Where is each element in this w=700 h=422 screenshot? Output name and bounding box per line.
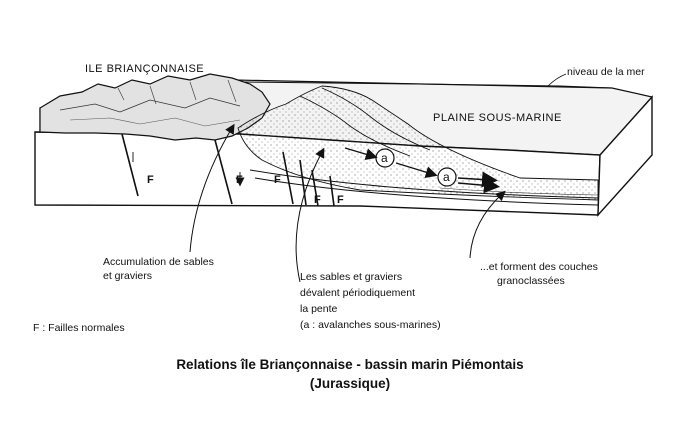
graded-layer-3 <box>439 187 599 196</box>
fault-slip-arrows <box>132 152 240 182</box>
label-ile-brianconnaise: ILE BRIANÇONNAISE <box>85 63 204 75</box>
fault-line-4 <box>299 159 307 206</box>
avalanche-label: a <box>443 170 450 184</box>
label-sea-level: niveau de la mer <box>567 66 645 78</box>
label-accumulation-line2: et graviers <box>103 270 152 282</box>
flow-arrow <box>457 177 500 194</box>
channel-right-bank <box>321 87 431 151</box>
avalanche-marker <box>437 167 457 187</box>
pointer-arrow-accumulation <box>189 123 235 253</box>
label-sands-line1: Les sables et graviers <box>300 271 402 283</box>
label-plain: PLAINE SOUS-MARINE <box>433 112 562 124</box>
caption-period: (Jurassique) <box>309 376 391 391</box>
island-hatching <box>117 79 237 105</box>
avalanche-label: a <box>381 151 388 165</box>
label-layers-line2: granoclassées <box>497 275 565 287</box>
fault-line-1 <box>121 133 139 197</box>
fault-label: F <box>337 194 344 206</box>
flow-arrow <box>344 147 378 161</box>
island-ridge-line <box>59 97 241 113</box>
flow-arrow <box>395 162 438 178</box>
fault-label: F <box>147 174 154 186</box>
island-ridge-line-2 <box>69 117 241 127</box>
fault-label: F <box>314 194 321 206</box>
fault-label: F <box>274 174 281 186</box>
fault-line-5 <box>311 169 319 207</box>
label-sands-line4: (a : avalanches sous-marines) <box>300 319 441 331</box>
pointer-arrow-sands <box>295 147 325 283</box>
label-sands-line2: dévalent périodiquement <box>300 287 415 299</box>
fault-line-2 <box>214 139 233 205</box>
graded-layer-1 <box>249 169 599 199</box>
fault-label: F <box>236 174 243 186</box>
fault-line-3 <box>282 151 294 205</box>
label-sands-line3: la pente <box>300 303 338 315</box>
legend-faults: F : Failles normales <box>33 322 125 334</box>
sea-level-line <box>239 81 613 89</box>
label-accumulation-line1: Accumulation de sables <box>103 256 214 268</box>
sea-level-leader <box>547 73 567 87</box>
fault-line-6 <box>329 175 335 207</box>
island-relief <box>39 73 271 141</box>
caption-title: Relations île Briançonnaise - bassin mar… <box>176 357 524 372</box>
label-layers-line1: ...et forment des couches <box>480 261 598 273</box>
pointer-arrow-layers <box>469 190 506 259</box>
channel-left-bank <box>299 95 411 157</box>
block-side-face <box>597 95 653 217</box>
